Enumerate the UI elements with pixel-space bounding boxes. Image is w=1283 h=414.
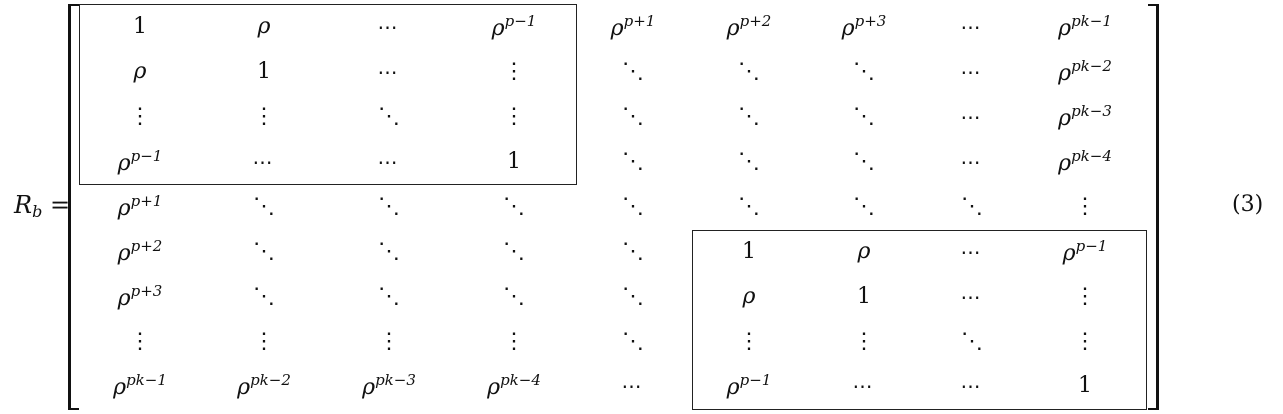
matrix-cell-r5-c1: ρp+1 — [117, 192, 163, 221]
matrix-cell-r2-c6: ⋱ — [738, 59, 760, 84]
matrix-cell-r3-c7: ⋱ — [853, 104, 875, 129]
matrix-cell-r1-c5: ρp+1 — [610, 12, 656, 41]
right-bracket — [1148, 4, 1159, 410]
matrix-cell-r9-c5: ⋯ — [621, 374, 645, 398]
matrix-cell-r8-c6: ⋮ — [738, 329, 760, 354]
matrix-cell-r2-c3: ⋯ — [377, 60, 401, 84]
matrix-cell-r9-c2: ρpk−2 — [237, 371, 291, 400]
matrix-cell-r3-c4: ⋮ — [503, 104, 525, 129]
matrix-cell-r7-c9: ⋮ — [1074, 284, 1096, 309]
matrix-cell-r7-c6: ρ — [742, 284, 756, 309]
equation-number: (3) — [1232, 192, 1264, 217]
matrix-cell-r8-c2: ⋮ — [253, 329, 275, 354]
matrix-cell-r4-c6: ⋱ — [738, 149, 760, 174]
matrix-cell-r3-c2: ⋮ — [253, 104, 275, 129]
matrix-cell-r8-c5: ⋱ — [622, 329, 644, 354]
matrix-cell-r6-c1: ρp+2 — [117, 237, 163, 266]
matrix-cell-r5-c8: ⋱ — [961, 194, 983, 219]
matrix-cell-r6-c8: ⋯ — [960, 240, 984, 264]
matrix-cell-r5-c2: ⋱ — [253, 194, 275, 219]
lhs-subscript: b — [32, 202, 43, 221]
matrix-cell-r1-c7: ρp+3 — [841, 12, 887, 41]
block-box-2 — [692, 230, 1147, 410]
block-box-1 — [79, 4, 577, 185]
matrix-cell-r6-c6: 1 — [742, 239, 756, 264]
matrix-cell-r9-c9: 1 — [1078, 373, 1092, 398]
matrix-cell-r9-c6: ρp−1 — [726, 371, 772, 400]
matrix-cell-r4-c7: ⋱ — [853, 149, 875, 174]
matrix-cell-r5-c4: ⋱ — [503, 194, 525, 219]
equals-sign: = — [49, 191, 71, 219]
matrix-cell-r2-c8: ⋯ — [960, 60, 984, 84]
matrix-cell-r8-c9: ⋮ — [1074, 329, 1096, 354]
matrix-cell-r8-c4: ⋮ — [503, 329, 525, 354]
matrix-cell-r6-c3: ⋱ — [378, 239, 400, 264]
matrix-cell-r2-c9: ρpk−2 — [1058, 57, 1112, 86]
matrix-cell-r7-c4: ⋱ — [503, 284, 525, 309]
matrix-cell-r6-c7: ρ — [857, 239, 871, 264]
matrix-cell-r9-c8: ⋯ — [960, 374, 984, 398]
matrix-cell-r3-c6: ⋱ — [738, 104, 760, 129]
matrix-cell-r8-c8: ⋱ — [961, 329, 983, 354]
matrix-cell-r6-c2: ⋱ — [253, 239, 275, 264]
matrix-cell-r8-c7: ⋮ — [853, 329, 875, 354]
matrix-cell-r8-c1: ⋮ — [129, 329, 151, 354]
matrix-cell-r4-c4: 1 — [507, 149, 521, 174]
matrix-cell-r5-c5: ⋱ — [622, 194, 644, 219]
matrix-cell-r1-c1: 1 — [133, 14, 147, 39]
left-bracket — [68, 4, 79, 410]
matrix-cell-r1-c8: ⋯ — [960, 15, 984, 39]
matrix-cell-r1-c6: ρp+2 — [726, 12, 772, 41]
matrix-cell-r5-c7: ⋱ — [853, 194, 875, 219]
matrix-cell-r9-c7: ⋯ — [852, 374, 876, 398]
matrix-cell-r5-c9: ⋮ — [1074, 194, 1096, 219]
matrix-cell-r4-c3: ⋯ — [377, 150, 401, 174]
matrix-cell-r1-c2: ρ — [257, 14, 271, 39]
matrix-cell-r4-c9: ρpk−4 — [1058, 147, 1112, 176]
matrix-cell-r1-c3: ⋯ — [377, 15, 401, 39]
matrix-cell-r9-c3: ρpk−3 — [362, 371, 416, 400]
matrix-cell-r9-c4: ρpk−4 — [487, 371, 541, 400]
matrix-cell-r1-c9: ρpk−1 — [1058, 12, 1112, 41]
matrix-cell-r2-c5: ⋱ — [622, 59, 644, 84]
matrix-cell-r7-c8: ⋯ — [960, 285, 984, 309]
matrix-cell-r3-c9: ρpk−3 — [1058, 102, 1112, 131]
matrix-cell-r6-c9: ρp−1 — [1062, 237, 1108, 266]
matrix-cell-r2-c2: 1 — [257, 59, 271, 84]
matrix-cell-r6-c4: ⋱ — [503, 239, 525, 264]
matrix-cell-r3-c8: ⋯ — [960, 105, 984, 129]
lhs-symbol: R — [14, 191, 33, 219]
matrix-cell-r8-c3: ⋮ — [378, 329, 400, 354]
matrix-cell-r5-c3: ⋱ — [378, 194, 400, 219]
matrix-cell-r4-c2: ⋯ — [252, 150, 276, 174]
matrix-cell-r2-c1: ρ — [133, 59, 147, 84]
matrix-cell-r4-c5: ⋱ — [622, 149, 644, 174]
matrix-cell-r3-c3: ⋱ — [378, 104, 400, 129]
matrix-cell-r3-c1: ⋮ — [129, 104, 151, 129]
matrix-cell-r9-c1: ρpk−1 — [113, 371, 167, 400]
matrix-cell-r7-c1: ρp+3 — [117, 282, 163, 311]
matrix-cell-r6-c5: ⋱ — [622, 239, 644, 264]
matrix-cell-r1-c4: ρp−1 — [491, 12, 537, 41]
matrix-cell-r4-c1: ρp−1 — [117, 147, 163, 176]
matrix-cell-r7-c5: ⋱ — [622, 284, 644, 309]
matrix-cell-r7-c2: ⋱ — [253, 284, 275, 309]
matrix-cell-r3-c5: ⋱ — [622, 104, 644, 129]
matrix-cell-r5-c6: ⋱ — [738, 194, 760, 219]
matrix-cell-r7-c7: 1 — [857, 284, 871, 309]
matrix-lhs: Rb = — [14, 191, 70, 221]
matrix-cell-r2-c7: ⋱ — [853, 59, 875, 84]
matrix-cell-r7-c3: ⋱ — [378, 284, 400, 309]
matrix-cell-r2-c4: ⋮ — [503, 59, 525, 84]
matrix-cell-r4-c8: ⋯ — [960, 150, 984, 174]
